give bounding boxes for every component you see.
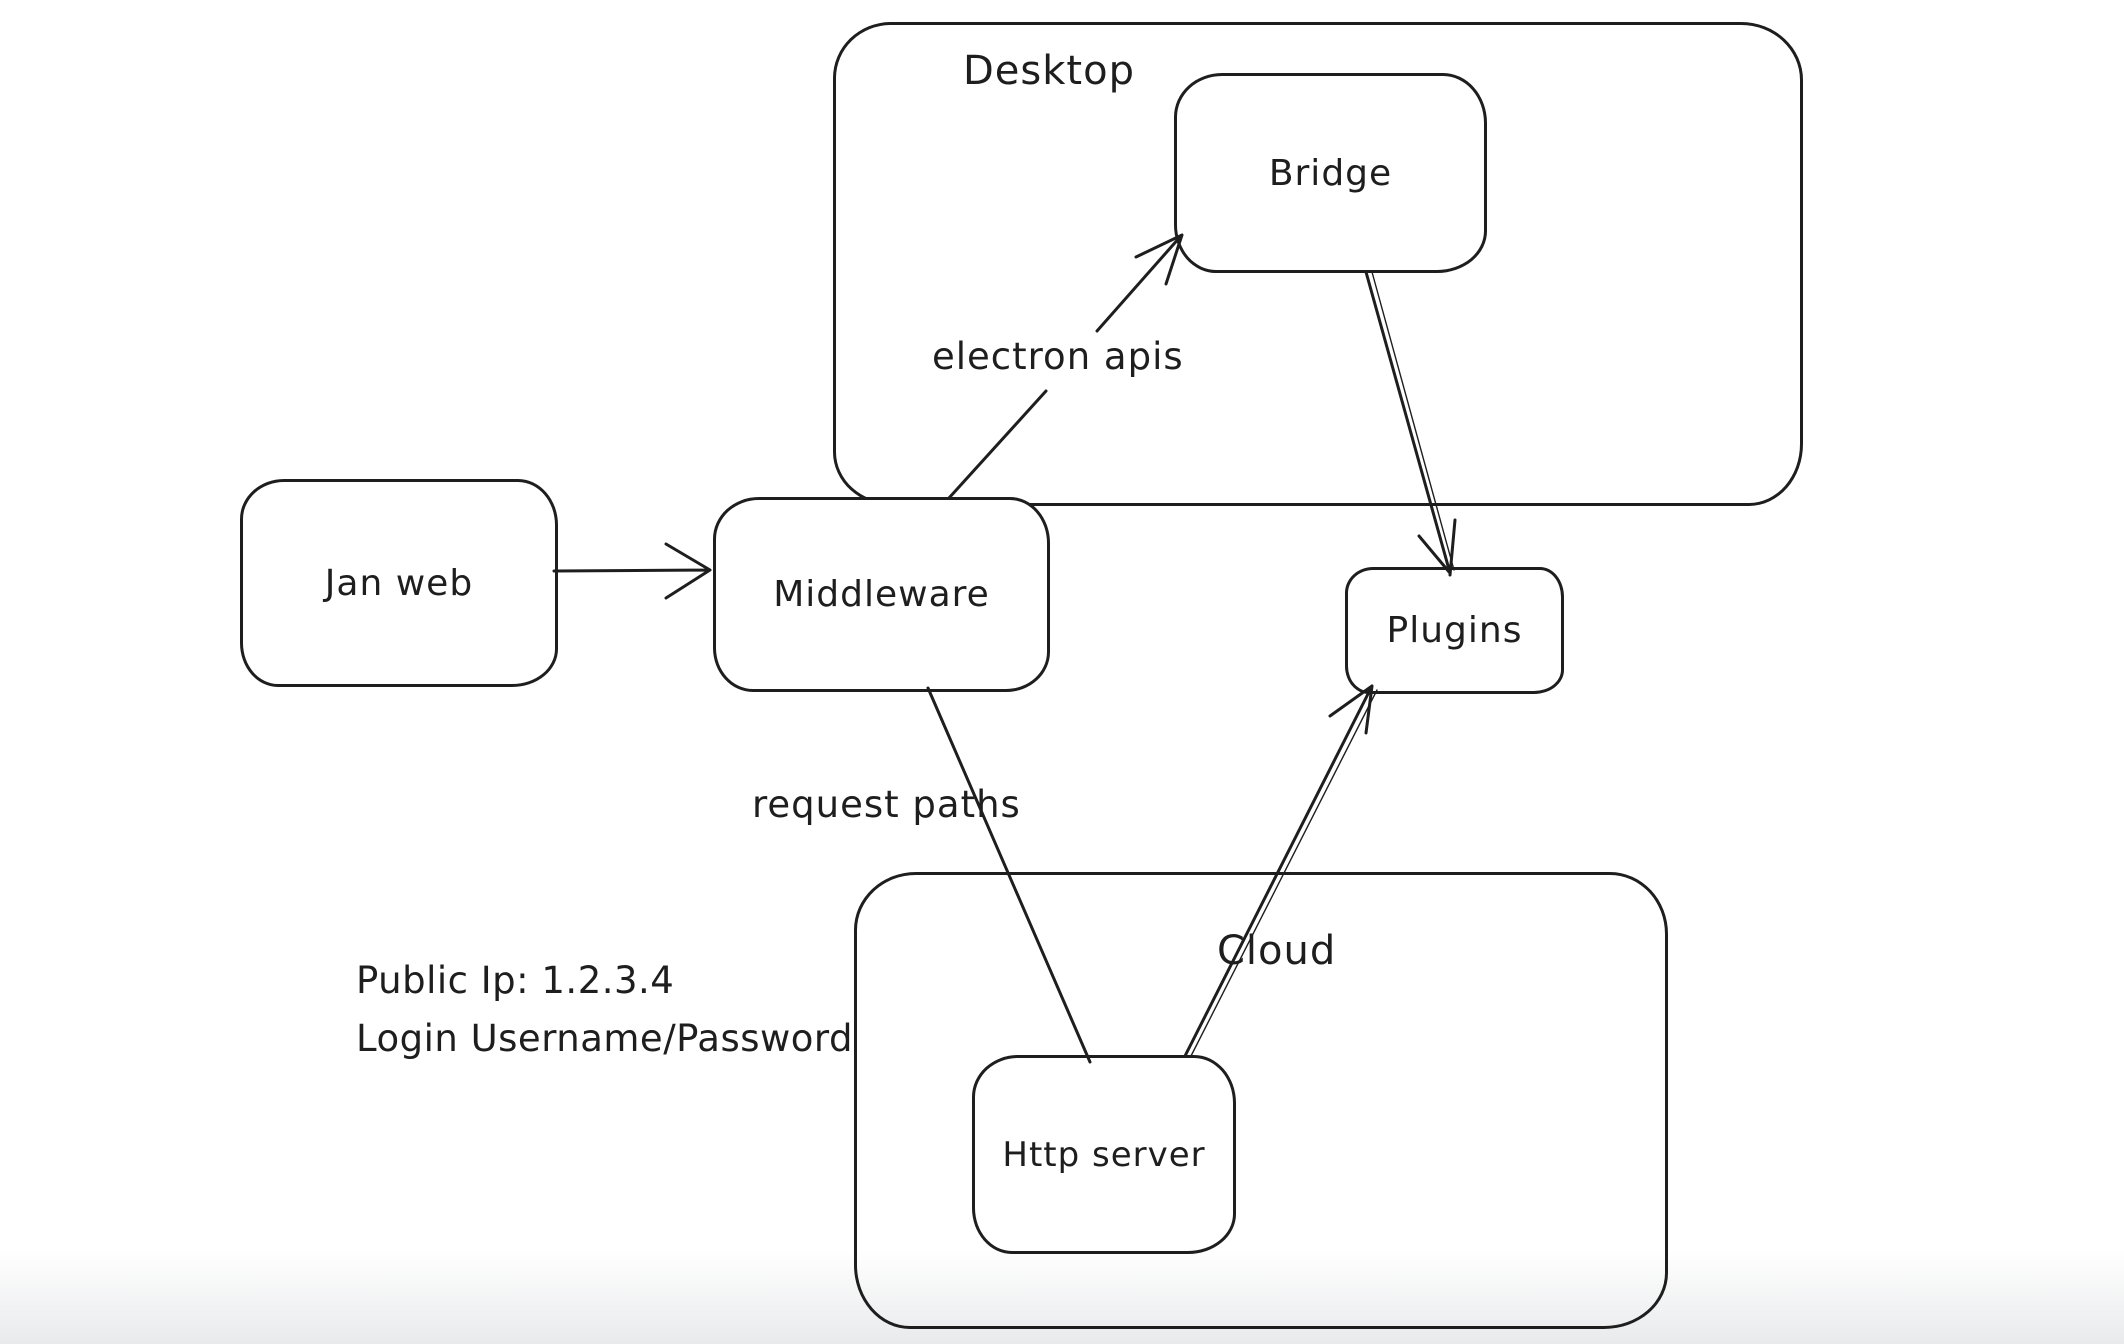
- bridge-node[interactable]: Bridge: [1174, 73, 1487, 273]
- http-server-label: Http server: [1002, 1134, 1206, 1175]
- edge-middleware-httpserver[interactable]: [926, 686, 1092, 1064]
- middleware-node[interactable]: Middleware: [713, 497, 1050, 692]
- cloud-label: Cloud: [1217, 928, 1337, 974]
- bridge-label: Bridge: [1268, 152, 1393, 194]
- plugins-label: Plugins: [1386, 610, 1523, 651]
- edge-bridge-plugins-overdraw: [1371, 271, 1455, 571]
- plugins-node[interactable]: Plugins: [1345, 567, 1564, 694]
- jan-web-label: Jan web: [324, 562, 474, 604]
- desktop-label: Desktop: [963, 48, 1135, 94]
- edge-label-electron-apis[interactable]: electron apis: [932, 335, 1184, 378]
- desktop-container[interactable]: [833, 22, 1803, 506]
- edge-httpserver-plugins[interactable]: [1183, 684, 1374, 1058]
- edge-bridge-plugins[interactable]: [1364, 270, 1457, 577]
- edge-middleware-bridge[interactable]: [947, 233, 1184, 500]
- jan-web-node[interactable]: Jan web: [240, 479, 558, 687]
- edge-janweb-middleware[interactable]: [552, 542, 712, 600]
- edge-httpserver-plugins-overdraw: [1190, 689, 1378, 1057]
- edge-label-request-paths[interactable]: request paths: [752, 783, 1021, 826]
- http-server-node[interactable]: Http server: [972, 1055, 1236, 1254]
- annotation-login[interactable]: Login Username/Password: [356, 1017, 853, 1060]
- cloud-container[interactable]: [854, 872, 1668, 1329]
- middleware-label: Middleware: [773, 574, 990, 615]
- annotation-public-ip[interactable]: Public Ip: 1.2.3.4: [356, 959, 675, 1002]
